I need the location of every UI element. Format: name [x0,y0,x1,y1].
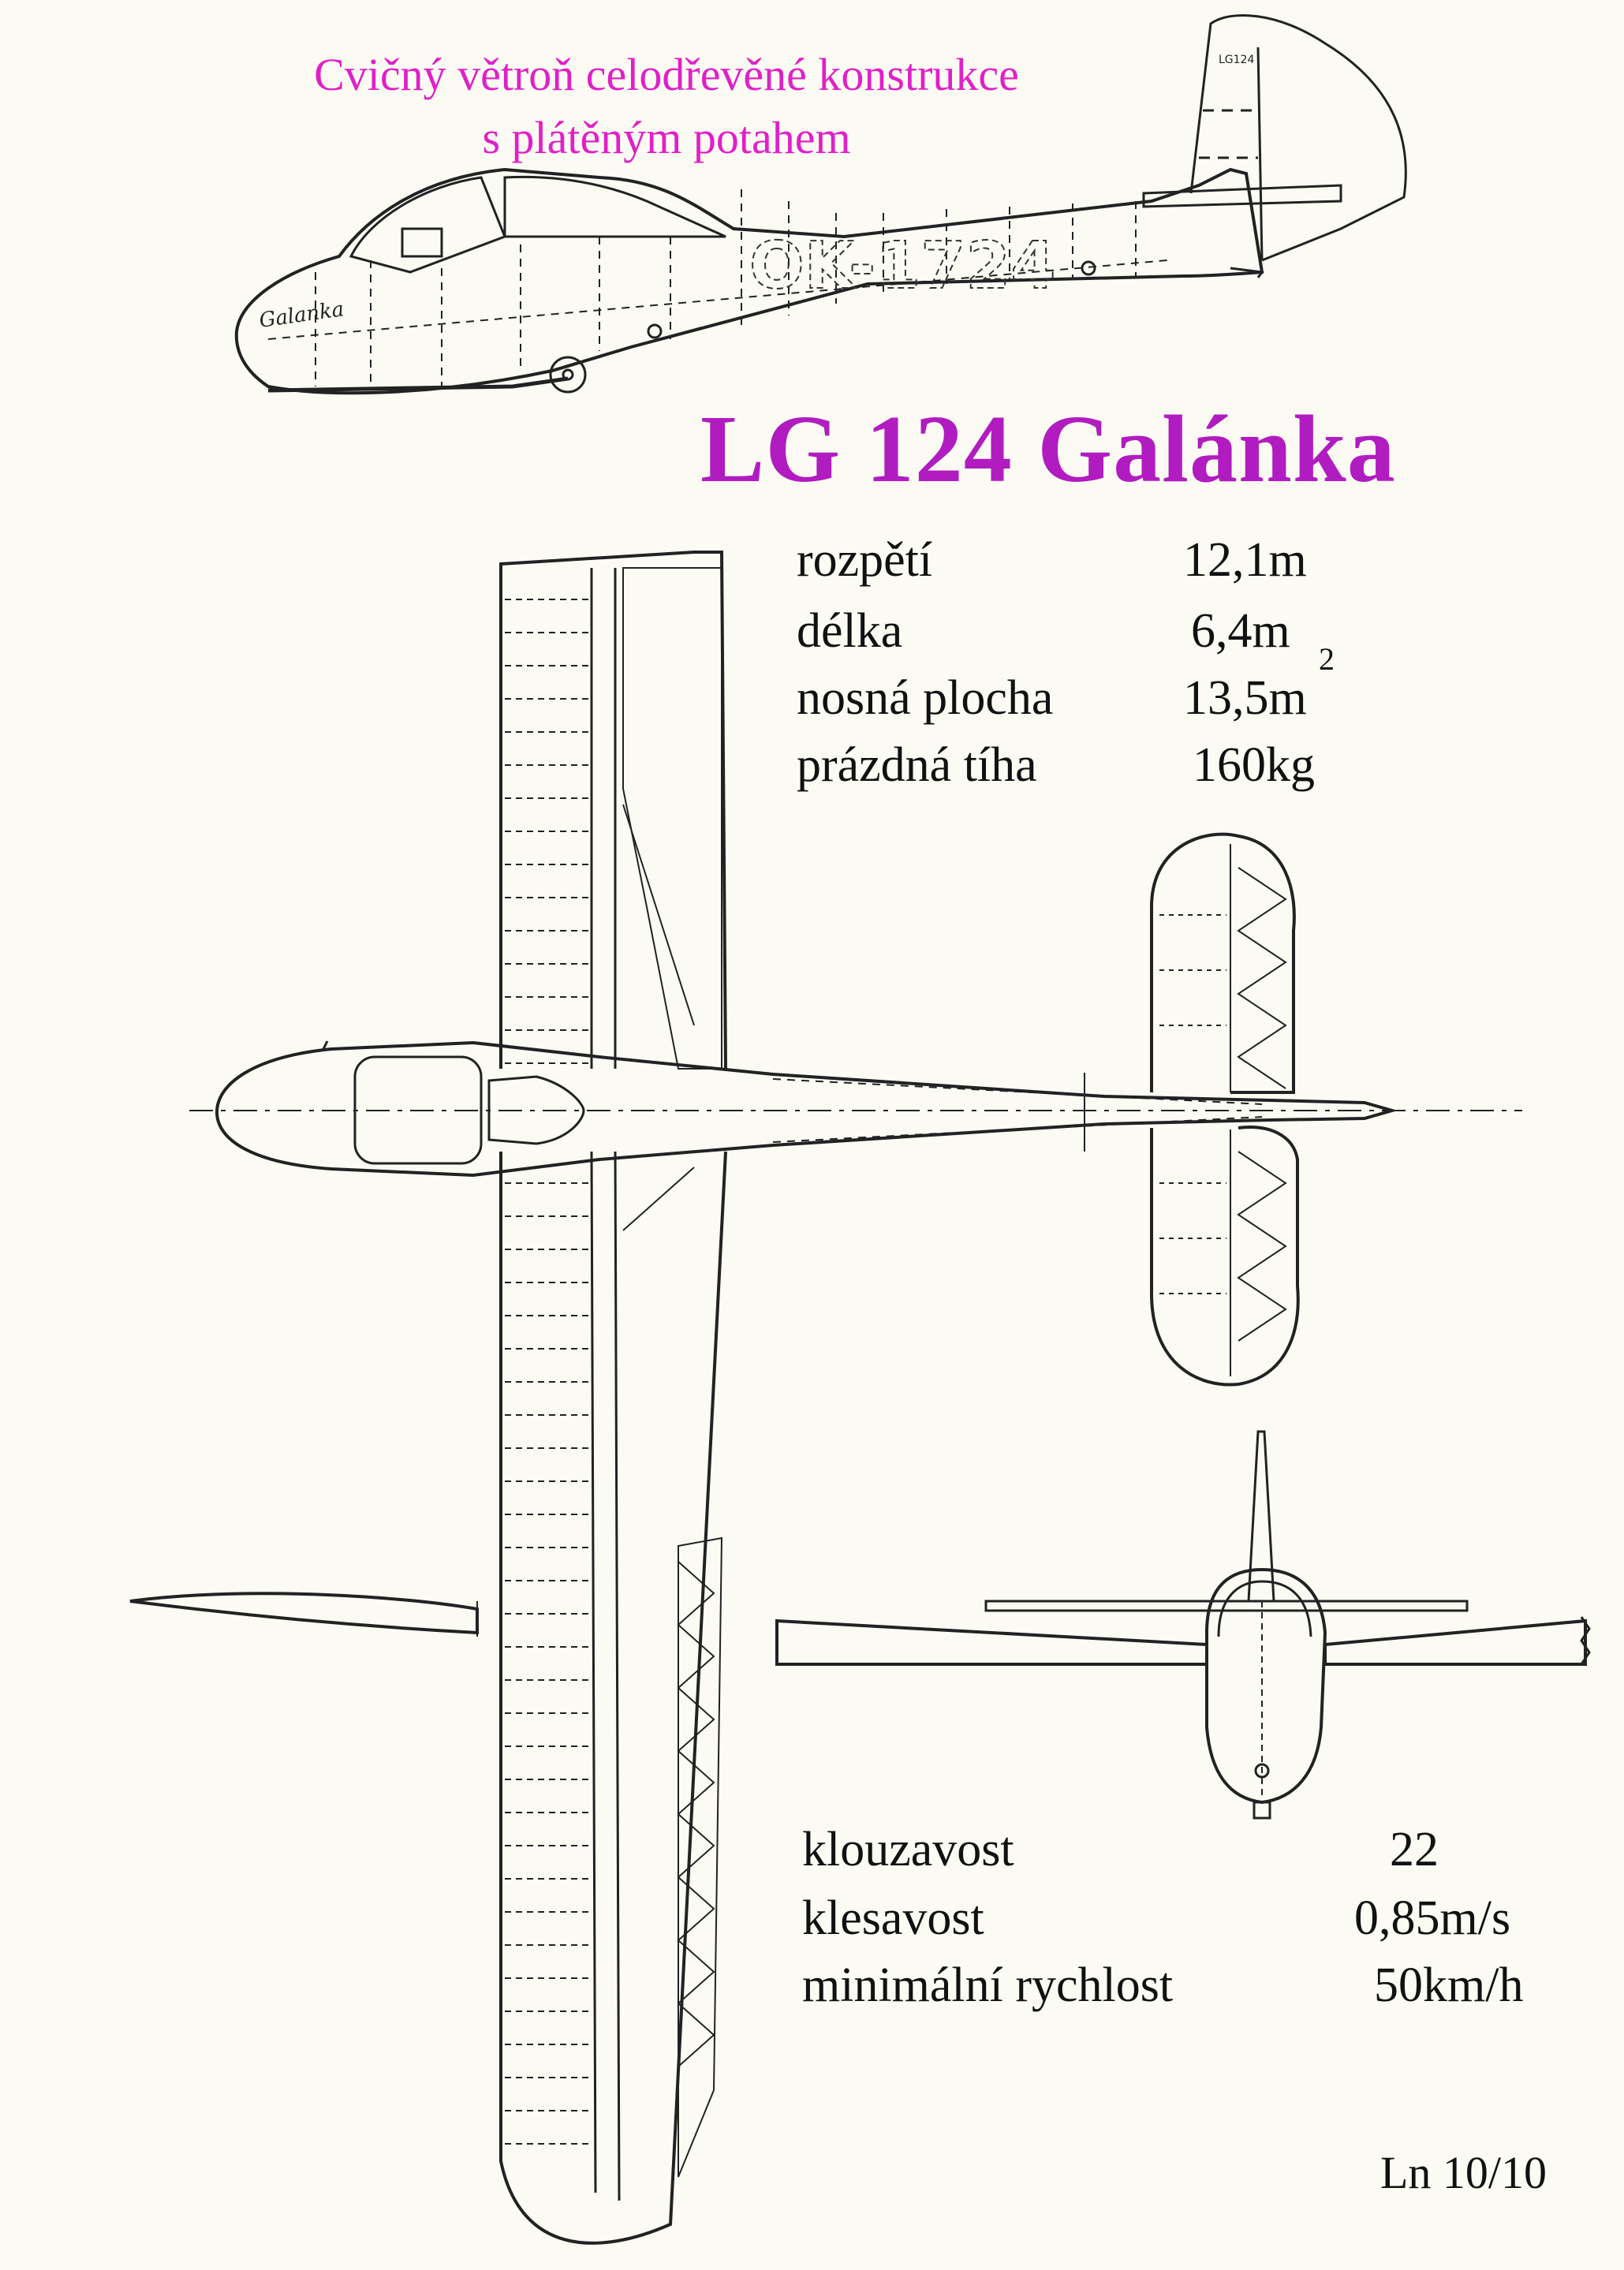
subtitle-line-2: s plátěným potahem [482,112,851,163]
landing-wheel [549,356,587,394]
spec-value-sink-rate: 0,85m/s [1354,1891,1511,1945]
spec-value-empty-weight: 160kg [1193,738,1315,792]
spec-wing-area-superscript: 2 [1319,641,1335,677]
spec-label-sink-rate: klesavost [802,1891,984,1945]
subtitle-line-1: Cvičný větroň celodřevěné konstrukce [314,49,1019,100]
spec-label-span: rozpětí [797,533,933,587]
top-view-tailplane-lower [1150,1126,1300,1387]
side-fin-rudder [1189,13,1407,262]
spec-label-glide-ratio: klouzavost [802,1823,1014,1876]
spec-value-wing-area: 13,5m [1183,671,1307,725]
footer-source: Ln 10/10 [1380,2147,1547,2198]
front-stabilizer [984,1600,1469,1612]
side-view: OK-1724 Galanka LG124 [234,13,1407,395]
side-canopy [349,176,506,274]
front-left-wing [775,1618,1208,1666]
fuselage-script-name: Galanka [258,297,345,333]
wing-section-profile [129,1592,479,1635]
top-view-lower-wing [499,1151,727,2245]
registration-mark: OK-1724 [749,229,1055,304]
top-view-fuselage [215,1040,1398,1178]
aircraft-title: LG 124 Galánka [700,396,1396,502]
spec-label-length: délka [797,604,903,658]
front-view [775,1430,1591,1820]
spec-label-min-speed: minimální rychlost [802,1958,1174,2012]
top-view-upper-wing [499,551,727,1070]
spec-label-empty-weight: prázdná tíha [797,738,1037,792]
spec-value-glide-ratio: 22 [1390,1823,1439,1876]
spec-value-length: 6,4m [1191,604,1290,658]
fin-tag: LG124 [1219,54,1254,66]
front-right-wing [1323,1618,1587,1666]
front-fuselage [1205,1567,1327,1805]
spec-label-wing-area: nosná plocha [797,671,1054,725]
side-fuselage-outline [234,167,1264,395]
top-view [189,551,1522,2245]
top-view-tailplane-upper [1150,832,1296,1094]
front-fin [1247,1430,1275,1603]
spec-value-min-speed: 50km/h [1374,1958,1524,2012]
spec-value-span: 12,1m [1183,533,1307,587]
